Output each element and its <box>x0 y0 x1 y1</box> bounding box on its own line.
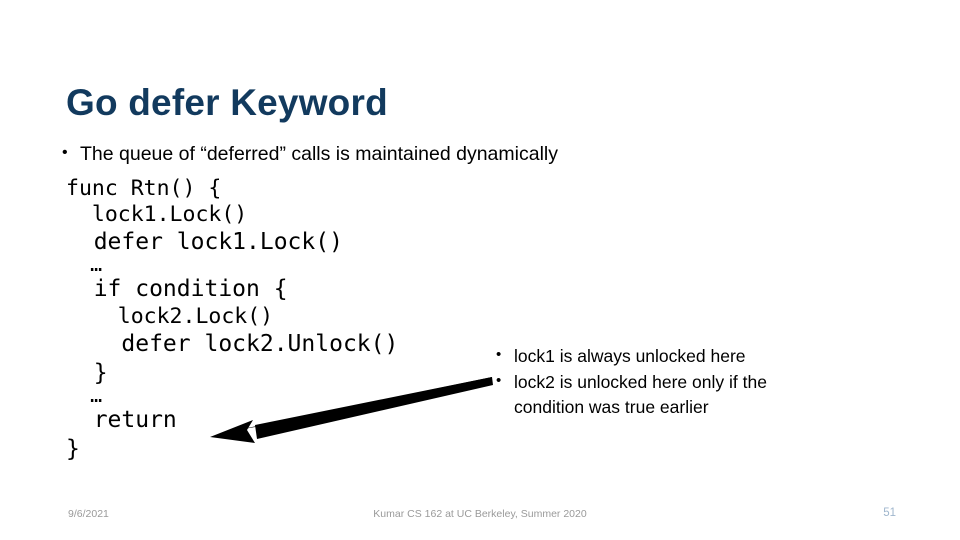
annotation-text: lock2 is unlocked here only if the condi… <box>514 371 767 417</box>
bullet-icon: • <box>496 346 502 363</box>
code-line: } <box>66 360 108 386</box>
code-line: defer lock1.Lock() <box>66 229 343 255</box>
footer-page-number: 51 <box>883 507 896 519</box>
page-title: Go defer Keyword <box>66 81 388 123</box>
code-line: defer lock2.Unlock() <box>66 331 399 357</box>
code-line: return <box>66 407 177 433</box>
annotation-list: • lock1 is always unlocked here • lock2 … <box>496 344 826 421</box>
list-item: • lock2 is unlocked here only if the con… <box>496 370 826 420</box>
footer-attribution: Kumar CS 162 at UC Berkeley, Summer 2020 <box>373 508 587 520</box>
code-line: if condition { <box>66 276 288 302</box>
footer-date: 9/6/2021 <box>68 508 109 520</box>
code-line: … <box>66 383 103 407</box>
intro-bullet: • The queue of “deferred” calls is maint… <box>62 142 822 166</box>
intro-bullet-text: The queue of “deferred” calls is maintai… <box>80 143 558 165</box>
code-block: func Rtn() { lock1.Lock() defer lock1.Lo… <box>66 176 536 464</box>
list-item: • lock1 is always unlocked here <box>496 344 826 369</box>
bullet-icon: • <box>496 371 502 389</box>
code-line: lock2.Lock() <box>66 304 274 329</box>
bullet-icon: • <box>62 144 68 161</box>
code-line: … <box>66 252 103 276</box>
code-line: func Rtn() { <box>66 176 222 201</box>
code-line: lock1.Lock() <box>66 202 248 227</box>
code-line: } <box>66 436 80 462</box>
annotation-text: lock1 is always unlocked here <box>514 346 746 366</box>
